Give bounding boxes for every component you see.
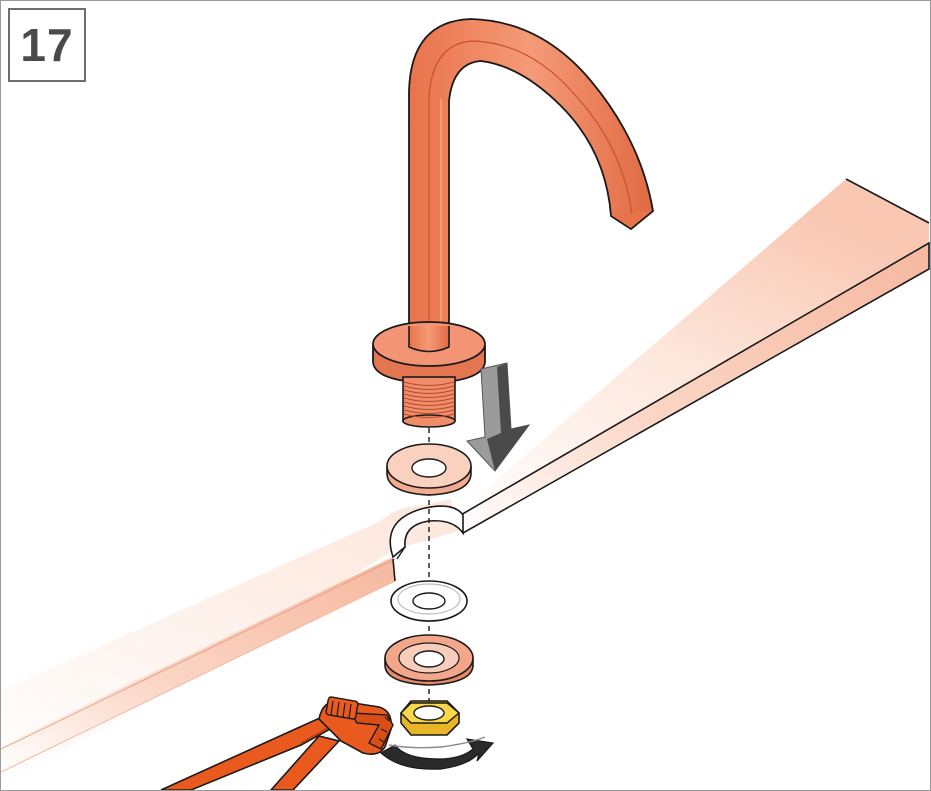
wrench-icon [161,697,393,790]
step-number-box: 17 [8,8,86,82]
flange-icon [373,322,485,383]
spout-icon [409,19,653,341]
down-arrow-icon [467,363,529,471]
metal-washer-icon [385,635,473,685]
rubber-gasket-icon [391,581,467,621]
threaded-shank-icon [403,377,455,427]
top-washer-icon [387,444,471,495]
lock-nut-icon [401,701,459,735]
step-number: 17 [20,18,73,72]
rotate-arrow-icon [381,737,493,769]
